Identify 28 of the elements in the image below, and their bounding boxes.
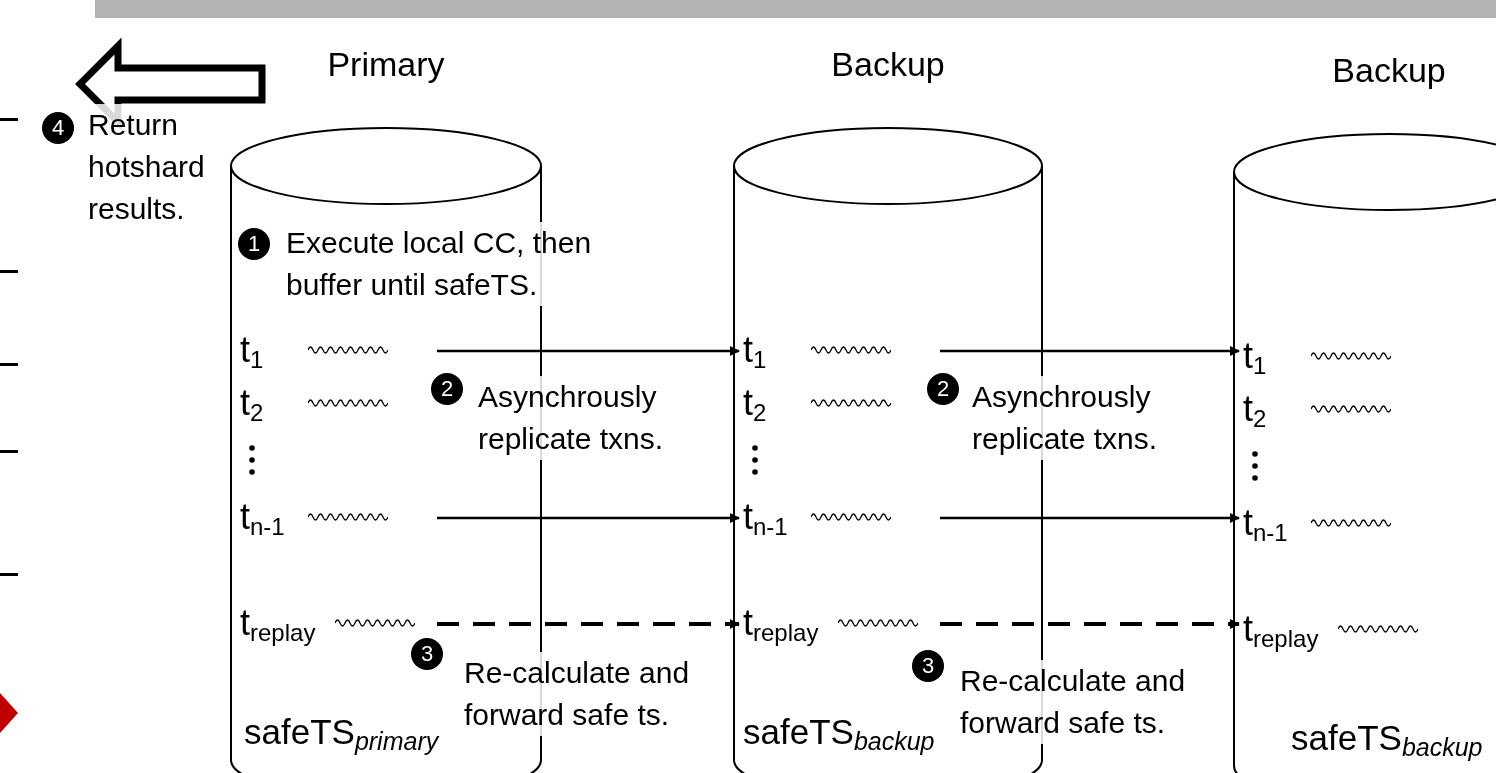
safe-timestamp: safeTS$_{backup}$ xyxy=(743,711,935,754)
arrow xyxy=(940,513,1240,523)
safe-timestamp: safeTS$_{backup}$ xyxy=(1291,717,1483,760)
transaction-label: t$_{1}$ xyxy=(240,330,265,370)
step-number: 2 xyxy=(431,373,463,405)
transaction-label: t$_{1}$ xyxy=(1243,336,1268,376)
arrow xyxy=(940,346,1240,356)
step-number: 4 xyxy=(42,112,74,144)
title-bar xyxy=(95,0,1496,18)
arrow xyxy=(437,619,740,629)
arrow xyxy=(437,513,740,523)
transaction-label: t$_{n-1}$ xyxy=(1243,503,1289,543)
transaction-label: t$_{2}$ xyxy=(1243,389,1268,429)
server-heading: Backup xyxy=(1331,50,1447,91)
transaction-label: t$_{n-1}$ xyxy=(240,497,286,537)
server-heading: Backup xyxy=(830,44,946,85)
transaction-label: t$_{1}$ xyxy=(743,330,768,370)
transaction-label: t$_{2}$ xyxy=(743,383,768,423)
step-number: 2 xyxy=(927,373,959,405)
step-number: 3 xyxy=(912,650,944,682)
safe-timestamp: safeTS$_{primary}$ xyxy=(244,711,439,754)
arrow xyxy=(940,619,1240,629)
step-number: 1 xyxy=(238,228,270,260)
transaction-label: t$_{n-1}$ xyxy=(743,497,789,537)
transaction-label: t$_{2}$ xyxy=(240,383,265,423)
step-number: 3 xyxy=(411,638,443,670)
arrow xyxy=(437,346,740,356)
server-heading: Primary xyxy=(326,44,446,85)
